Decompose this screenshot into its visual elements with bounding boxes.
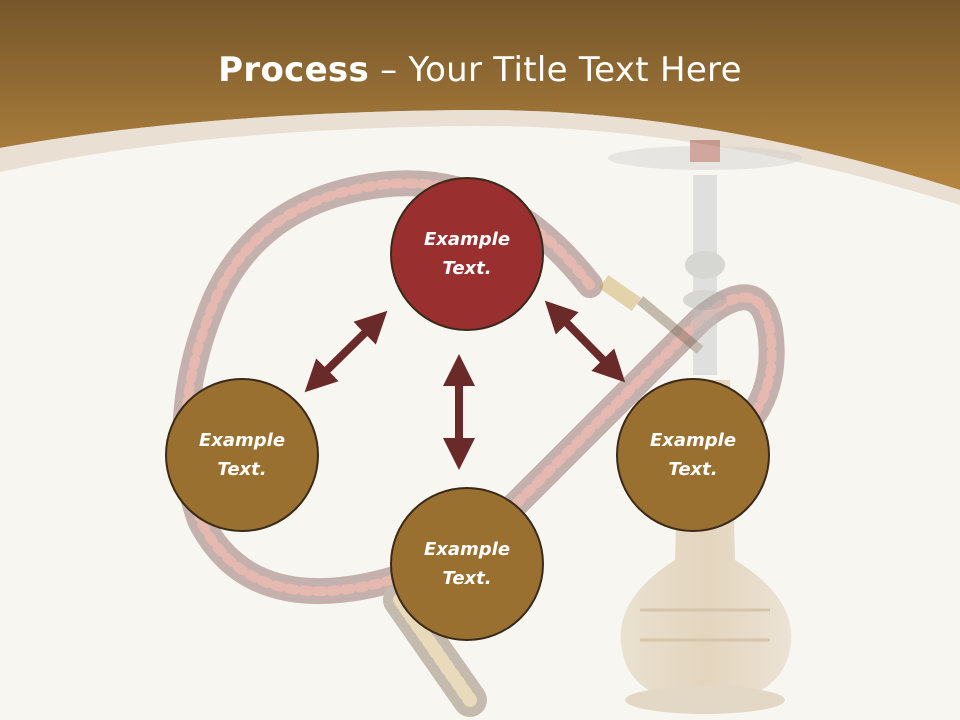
node-left-label: Example Text.: [198, 430, 286, 480]
arrow-top-right: [544, 300, 626, 383]
title-dash: –: [369, 50, 409, 90]
node-top-label: Example Text.: [423, 229, 511, 279]
arrow-top-left: [304, 310, 388, 393]
node-right[interactable]: Example Text.: [616, 378, 770, 532]
slide-title: Process – Your Title Text Here: [0, 50, 960, 90]
node-right-label: Example Text.: [649, 430, 737, 480]
node-bottom[interactable]: Example Text.: [390, 487, 544, 641]
node-left[interactable]: Example Text.: [165, 378, 319, 532]
title-bold: Process: [218, 50, 370, 90]
node-top[interactable]: Example Text.: [390, 177, 544, 331]
node-bottom-label: Example Text.: [423, 539, 511, 589]
title-rest: Your Title Text Here: [408, 50, 742, 90]
